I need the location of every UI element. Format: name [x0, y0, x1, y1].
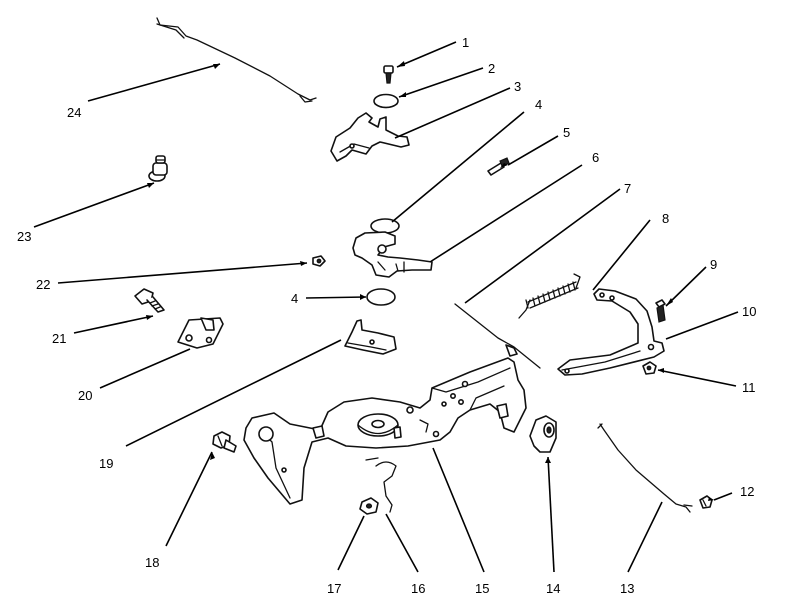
- callout-1: 1: [462, 35, 469, 50]
- callout-2: 2: [488, 61, 495, 76]
- washer-upper: [370, 218, 400, 234]
- shoulder-bolt: [212, 431, 237, 453]
- callout-15: 15: [475, 581, 489, 596]
- callout-22: 22: [36, 277, 50, 292]
- base-plate: [243, 357, 527, 505]
- callout-7: 7: [624, 181, 631, 196]
- callout-21: 21: [52, 331, 66, 346]
- callout-9: 9: [710, 257, 717, 272]
- callout-23: 23: [17, 229, 31, 244]
- governor-link-rod: [156, 17, 317, 103]
- washer-top: [373, 93, 399, 109]
- throttle-lever: [330, 112, 410, 162]
- lever-nut: [642, 361, 657, 375]
- callout-20: 20: [78, 388, 92, 403]
- callout-19: 19: [99, 456, 113, 471]
- callout-13: 13: [620, 581, 634, 596]
- control-lever: [557, 288, 665, 376]
- spring-wire-link: [454, 303, 541, 369]
- torsion-spring: [365, 457, 397, 513]
- control-bracket: [344, 319, 397, 355]
- leader-lines: [33, 41, 739, 573]
- callout-5: 5: [563, 125, 570, 140]
- callout-labels: 1 2 3 4 5 6 7 8 9 10 11 12 13 14 15 16 1…: [17, 35, 756, 596]
- small-screw-right: [655, 299, 666, 323]
- callout-4b: 4: [291, 291, 298, 306]
- callout-16: 16: [411, 581, 425, 596]
- callout-14: 14: [546, 581, 560, 596]
- callout-4a: 4: [535, 97, 542, 112]
- washer-lower: [366, 288, 396, 306]
- small-nut: [312, 255, 326, 267]
- callout-3: 3: [514, 79, 521, 94]
- hex-nut: [359, 497, 379, 515]
- callout-24: 24: [67, 105, 81, 120]
- callout-18: 18: [145, 555, 159, 570]
- bushing-clamp: [529, 415, 557, 453]
- callout-17: 17: [327, 581, 341, 596]
- screw: [383, 65, 394, 84]
- cable-clamp: [177, 317, 224, 349]
- callout-10: 10: [742, 304, 756, 319]
- governor-lever: [352, 231, 433, 278]
- hex-bolt: [134, 288, 165, 313]
- extension-spring: [518, 273, 581, 319]
- callout-11: 11: [742, 380, 756, 395]
- callout-6: 6: [592, 150, 599, 165]
- choke-link-rod: [597, 423, 693, 513]
- callout-8: 8: [662, 211, 669, 226]
- small-bolt: [487, 157, 510, 176]
- breather-fitting: [148, 155, 168, 182]
- callout-12: 12: [740, 484, 754, 499]
